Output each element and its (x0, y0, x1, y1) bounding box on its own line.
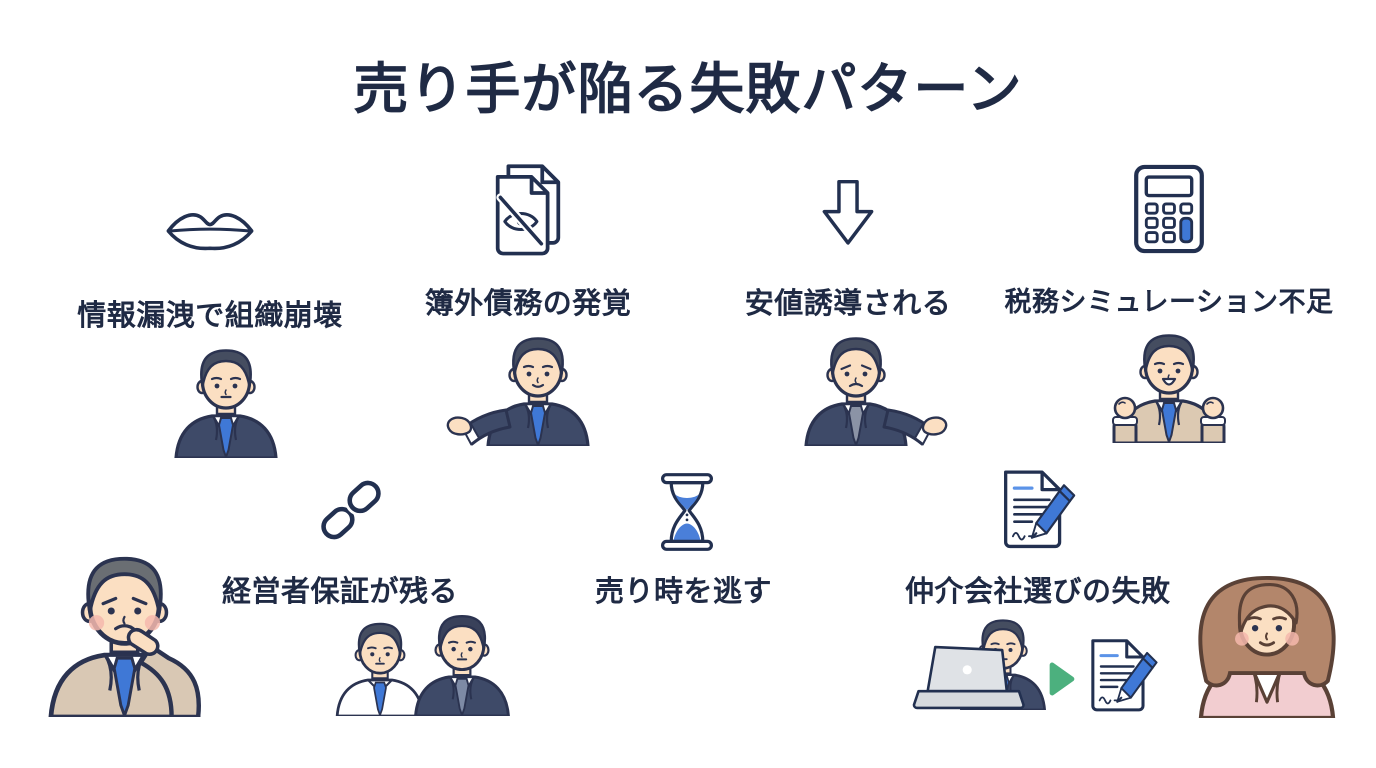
laptop-to-contract-scene (912, 608, 1168, 720)
businessman-figure (408, 334, 668, 446)
contract-pen-small-icon (1082, 634, 1162, 718)
chain-link-icon (317, 470, 385, 550)
pattern-label: 売り時を逃す (595, 576, 773, 608)
businessman-suit-figure (378, 612, 546, 716)
businesswoman-figure (1148, 570, 1376, 718)
laptop-icon (912, 644, 1027, 714)
pattern-label: 簿外債務の発覚 (424, 288, 632, 320)
pattern-item-info-leak: 情報漏洩で組織崩壊 (45, 166, 375, 458)
lips-icon (164, 204, 256, 258)
businessman-figure (726, 334, 986, 446)
page-title: 売り手が陥る失敗パターン (353, 58, 1023, 120)
businessman-shirt-figure (300, 620, 460, 716)
calculator-icon (1132, 160, 1206, 258)
pattern-item-tax-simulation: 税務シミュレーション不足 (999, 164, 1339, 443)
pattern-item-lowball: 安値誘導される (683, 166, 1013, 446)
hidden-document-icon (487, 160, 569, 258)
businessman-figure (1039, 331, 1299, 443)
pattern-label: 経営者保証が残る (222, 576, 459, 608)
pattern-label: 仲介会社選びの失敗 (905, 576, 1171, 608)
businessman-figure (96, 346, 356, 458)
pattern-label: 情報漏洩で組織崩壊 (77, 300, 343, 332)
pattern-label: 安値誘導される (744, 288, 952, 320)
green-arrow-icon (1048, 660, 1076, 698)
pattern-item-offbook-debt: 簿外債務の発覚 (363, 164, 693, 446)
pattern-label: 税務シミュレーション不足 (1004, 287, 1334, 317)
contract-pen-icon (994, 462, 1080, 558)
older-businessman-figure (0, 552, 257, 717)
down-arrow-icon (816, 168, 880, 258)
hourglass-icon (654, 464, 720, 560)
